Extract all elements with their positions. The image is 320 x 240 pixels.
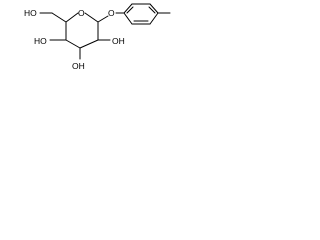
hydroxymethyl-group: HO (24, 8, 67, 23)
hydroxyl-c3-label: OH (72, 61, 85, 71)
bond-c3-c2 (79, 39, 99, 49)
bond-ring-o-c1 (84, 12, 99, 23)
glycosidic-oxygen-label: O (108, 8, 115, 18)
hydroxyl-groups: HO OH OH (34, 36, 125, 71)
bond-c5-c6 (51, 12, 67, 23)
bond-c5-ring-o (65, 12, 79, 23)
bond-ar1-ar2 (123, 3, 133, 14)
double-bond-ar1-ar2 (126, 6, 134, 14)
hydroxymethyl-label: HO (24, 8, 37, 18)
bond-c1-o1 (97, 15, 109, 23)
bond-c4-c3 (65, 39, 81, 49)
double-bond-ar3-ar4 (148, 6, 156, 14)
bond-ar4-ar5 (149, 12, 159, 25)
bond-ar3-ar4 (149, 3, 159, 14)
hydroxyl-c4-label: HO (34, 36, 47, 46)
pyranose-ring (65, 12, 99, 49)
bond-ar6-ar1 (123, 12, 133, 25)
glycosidic-linkage: O (97, 8, 125, 23)
molecule-structure-diagram: HO O HO OH OH O (24, 3, 171, 71)
hydroxyl-c2-label: OH (112, 36, 125, 46)
tolyl-ring (123, 3, 171, 25)
ring-oxygen-label: O (78, 8, 85, 18)
